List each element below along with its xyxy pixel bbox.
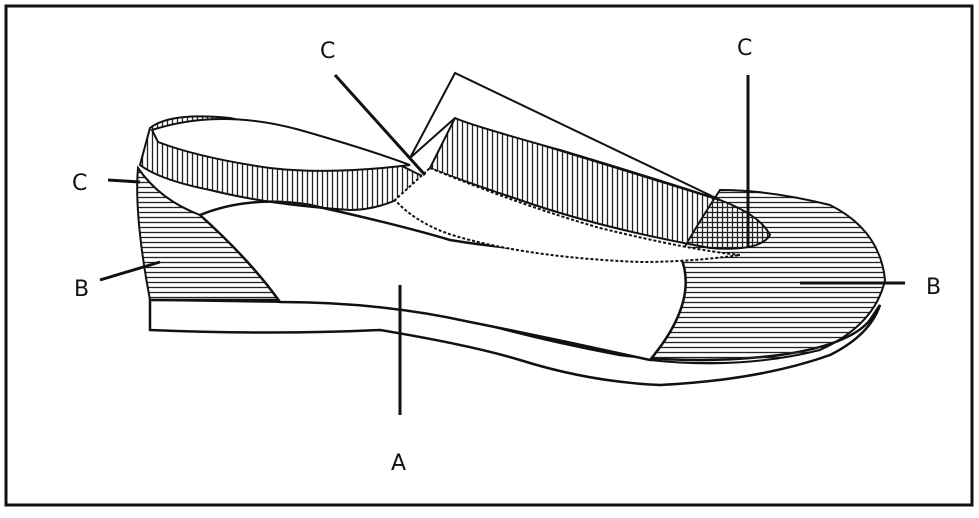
collar-top bbox=[150, 118, 411, 172]
figure-border bbox=[4, 4, 974, 507]
tongue-top bbox=[409, 71, 721, 201]
upper-vamp bbox=[197, 200, 687, 362]
inner-lining bbox=[393, 166, 741, 264]
leader-c-top-left bbox=[333, 73, 427, 177]
label-c-top-left: C bbox=[320, 39, 335, 64]
leader-b-left bbox=[99, 260, 161, 282]
label-c-top-right: C bbox=[737, 36, 752, 61]
label-b-right: B bbox=[926, 275, 941, 300]
label-c-left: C bbox=[72, 171, 87, 196]
leader-c-left bbox=[107, 178, 141, 184]
label-a: A bbox=[391, 451, 406, 476]
tongue bbox=[428, 116, 772, 250]
label-b-left: B bbox=[74, 277, 89, 302]
